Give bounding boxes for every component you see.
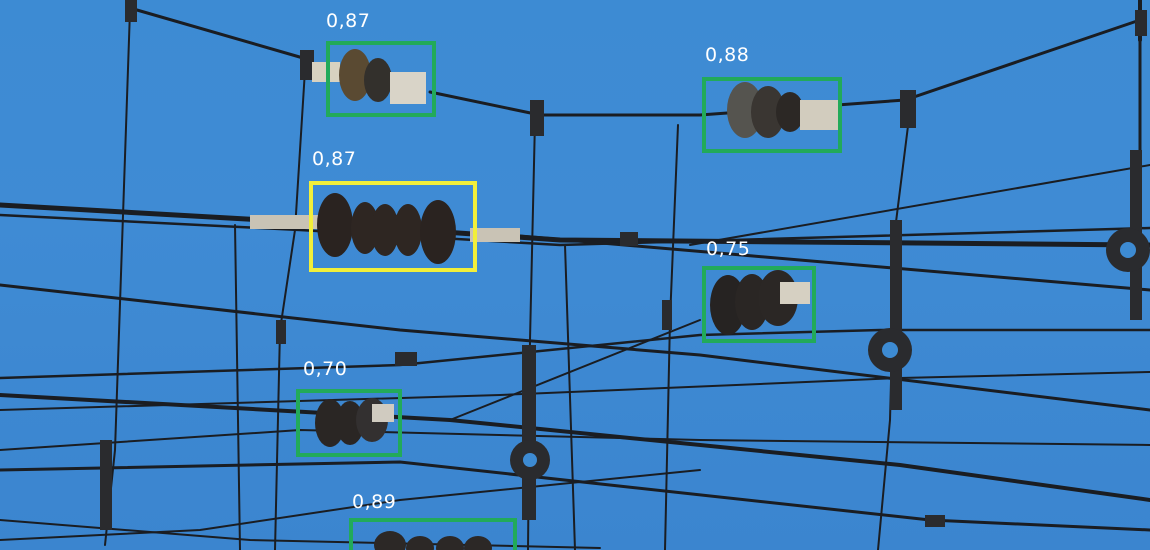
detection-box [702, 266, 816, 343]
detection-score-label: 0,89 [352, 491, 397, 513]
insulator-2 [727, 82, 840, 138]
detection-box [702, 77, 842, 153]
detection-box [349, 518, 517, 550]
detection-score-label: 0,87 [312, 148, 357, 170]
detection-score-label: 0,88 [705, 44, 750, 66]
insulator-1 [312, 49, 426, 104]
detection-box [326, 41, 436, 117]
insulator-3 [250, 193, 520, 264]
detection-box [309, 181, 477, 272]
insulator-5 [315, 398, 394, 447]
insulator-4 [710, 270, 810, 335]
insulator-6 [374, 531, 492, 550]
detection-box [296, 389, 402, 457]
detection-score-label: 0,70 [303, 358, 348, 380]
detection-score-label: 0,87 [326, 10, 371, 32]
detection-score-label: 0,75 [706, 238, 751, 260]
